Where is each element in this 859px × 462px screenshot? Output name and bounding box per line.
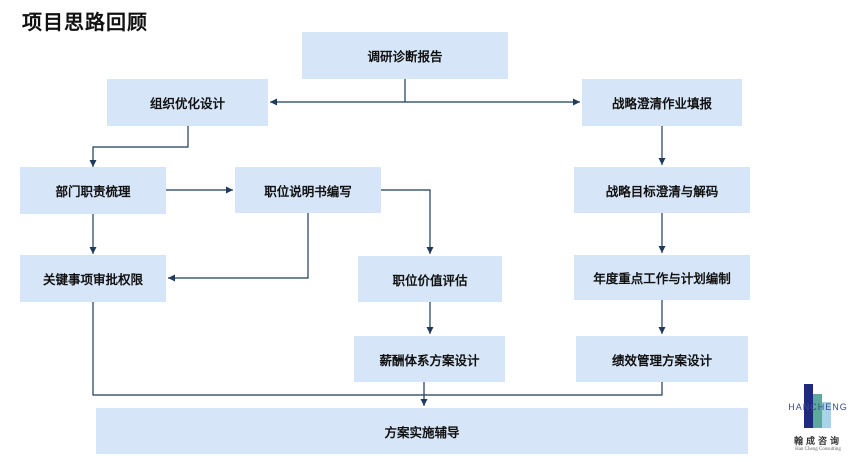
hancheng-logo: HANCHENG 翰成咨询 Han Cheng Consulting [780, 382, 856, 460]
node-strategy-decode: 战略目标澄清与解码 [574, 167, 750, 213]
line-perf-down [424, 382, 663, 396]
node-org-design: 组织优化设计 [107, 79, 268, 126]
logo-bar-light [822, 402, 831, 428]
arrow-org-to-dept [89, 126, 189, 167]
page-title: 项目思路回顾 [22, 10, 148, 34]
node-job-evaluation: 职位价值评估 [358, 256, 502, 302]
node-dept-duties: 部门职责梳理 [20, 167, 166, 214]
arrow-jobdesc-to-approval [168, 213, 309, 282]
node-implementation: 方案实施辅导 [96, 408, 748, 454]
logo-bar-green [813, 394, 822, 428]
node-job-description: 职位说明书编写 [235, 167, 381, 213]
node-annual-plan: 年度重点工作与计划编制 [574, 255, 750, 300]
node-key-approval: 关键事项审批权限 [20, 255, 166, 302]
node-performance: 绩效管理方案设计 [576, 336, 748, 382]
node-research-report: 调研诊断报告 [302, 32, 508, 79]
node-compensation: 薪酬体系方案设计 [354, 336, 505, 382]
arrow-jobdesc-to-eval [381, 189, 434, 254]
line-approval-down [92, 302, 424, 396]
logo-english-name: HANCHENG [788, 402, 848, 412]
logo-bar-dark [804, 384, 813, 428]
node-strategy-fill: 战略澄清作业填报 [582, 79, 742, 126]
logo-chinese-name: 翰成咨询 [793, 437, 842, 447]
logo-subtitle: Han Cheng Consulting [795, 447, 841, 452]
